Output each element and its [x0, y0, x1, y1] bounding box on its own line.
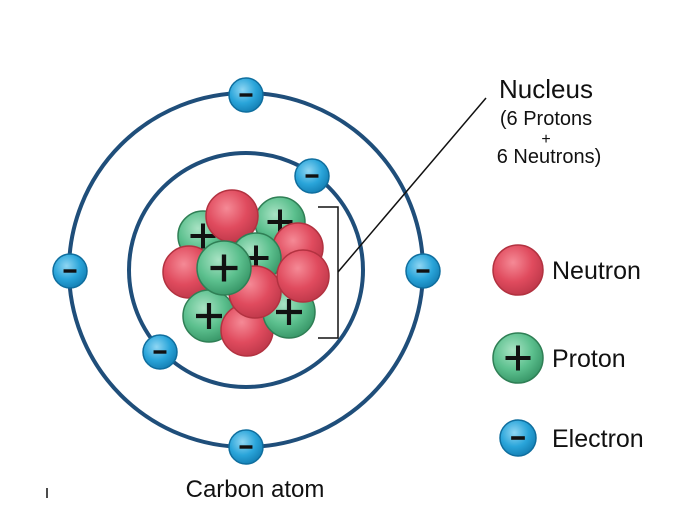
legend-item-neutron: Neutron	[492, 244, 641, 296]
proton-legend-icon	[492, 332, 544, 384]
nucleus-protons-text: (6 Protons	[500, 108, 592, 130]
legend-label-proton: Proton	[552, 345, 626, 373]
nucleus-neutrons-text: 6 Neutrons)	[497, 146, 602, 168]
inner-orbit	[127, 151, 365, 389]
neutron-body	[492, 244, 544, 296]
nucleus	[162, 189, 330, 357]
legend-item-electron: Electron	[499, 419, 644, 457]
electron-particle	[228, 77, 264, 113]
legend-label-electron: Electron	[552, 425, 644, 453]
legend-label-neutron: Neutron	[552, 257, 641, 285]
proton-particle	[196, 240, 252, 296]
legend-item-proton: Proton	[492, 332, 626, 384]
nucleus-bracket	[318, 206, 339, 339]
diagram-caption: Carbon atom	[186, 476, 325, 503]
electron-legend-icon	[499, 419, 537, 457]
electrons	[52, 77, 441, 465]
plus-sign-icon	[276, 299, 302, 325]
nucleus-title: Nucleus	[499, 74, 593, 104]
neutron-particle	[276, 249, 330, 303]
plus-sign-icon	[505, 345, 531, 371]
nucleus-leader-line	[337, 97, 487, 273]
electron-particle	[294, 158, 330, 194]
electron-particle	[405, 253, 441, 289]
plus-sign-icon	[210, 254, 238, 282]
plus-sign-icon	[196, 303, 222, 329]
electron-particle	[52, 253, 88, 289]
neutron-legend-icon	[492, 244, 544, 296]
plus-sign-icon	[190, 223, 216, 249]
neutron-body	[276, 249, 330, 303]
electron-particle	[228, 429, 264, 465]
nucleus-plus-text: +	[541, 131, 550, 148]
electron-particle	[142, 334, 178, 370]
